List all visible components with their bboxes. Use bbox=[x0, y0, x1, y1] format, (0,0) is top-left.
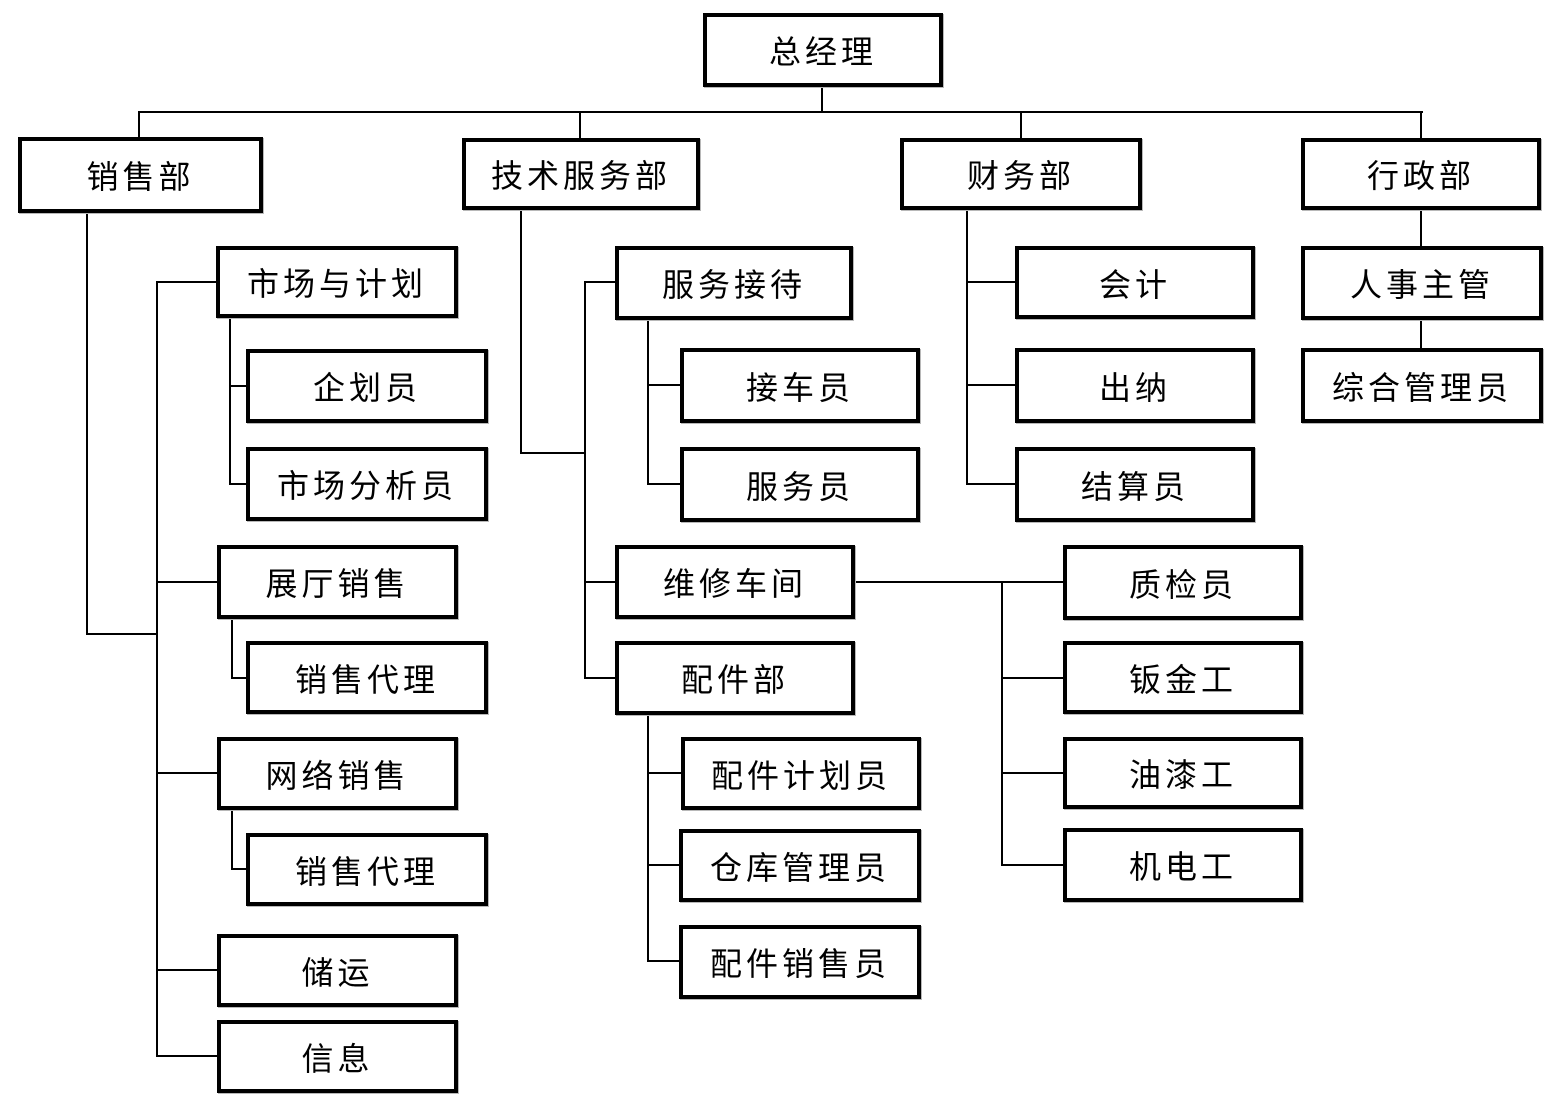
node-market-planning: 市场与计划 bbox=[216, 246, 458, 318]
connector-admin-link2 bbox=[1420, 319, 1422, 350]
node-settlement-clerk: 结算员 bbox=[1015, 447, 1255, 522]
node-service-staff: 服务员 bbox=[680, 447, 920, 522]
node-quality-inspector: 质检员 bbox=[1063, 545, 1303, 620]
connector-stub-sheet-metal bbox=[1001, 677, 1066, 679]
node-market-analyst: 市场分析员 bbox=[246, 447, 488, 521]
connector-admin-drop bbox=[1420, 111, 1422, 140]
connector-stub-info bbox=[156, 1055, 220, 1057]
connector-stub-planner bbox=[229, 385, 249, 387]
connector-stub-painter bbox=[1001, 772, 1066, 774]
node-planner: 企划员 bbox=[246, 349, 488, 423]
connector-stub-electrician bbox=[1001, 864, 1066, 866]
connector-reception-spine bbox=[647, 319, 649, 485]
connector-online-spine bbox=[231, 809, 233, 870]
node-admin-dept: 行政部 bbox=[1301, 138, 1541, 210]
connector-sales-spine bbox=[156, 281, 158, 1057]
connector-tech-spine bbox=[584, 281, 586, 679]
node-service-reception: 服务接待 bbox=[615, 246, 853, 320]
connector-stub-storage bbox=[156, 969, 220, 971]
connector-stub-warehouse bbox=[647, 864, 682, 866]
node-car-receiver: 接车员 bbox=[680, 348, 920, 423]
node-sales-agent-showroom: 销售代理 bbox=[246, 641, 488, 714]
connector-stub-settlement bbox=[966, 483, 1018, 485]
node-general-administrator: 综合管理员 bbox=[1301, 348, 1543, 423]
node-hr-supervisor: 人事主管 bbox=[1301, 246, 1543, 320]
connector-workshop-right bbox=[853, 581, 1066, 583]
node-cashier: 出纳 bbox=[1015, 348, 1255, 423]
node-info: 信息 bbox=[217, 1020, 458, 1093]
connector-stub-parts-sales bbox=[647, 960, 682, 962]
node-storage: 储运 bbox=[217, 934, 458, 1007]
connector-tech-stem bbox=[520, 209, 522, 454]
node-painter: 油漆工 bbox=[1063, 737, 1303, 809]
connector-admin-link1 bbox=[1420, 210, 1422, 248]
connector-parts-spine bbox=[647, 714, 649, 962]
connector-workshop-spine bbox=[1001, 581, 1003, 866]
connector-tech-stem-join bbox=[520, 452, 586, 454]
node-finance-dept: 财务部 bbox=[900, 138, 1142, 210]
node-showroom-sales: 展厅销售 bbox=[217, 545, 458, 619]
connector-stub-parts bbox=[584, 677, 618, 679]
connector-stub-market-planning bbox=[156, 281, 220, 283]
node-accountant: 会计 bbox=[1015, 246, 1255, 319]
connector-top-bus bbox=[139, 111, 1423, 113]
node-sales-agent-online: 销售代理 bbox=[246, 833, 488, 906]
connector-sales-stem bbox=[86, 211, 88, 635]
node-warehouse-manager: 仓库管理员 bbox=[679, 829, 921, 902]
node-general-manager: 总经理 bbox=[703, 13, 943, 87]
connector-stub-agent-online bbox=[231, 868, 249, 870]
node-sheet-metal-worker: 钣金工 bbox=[1063, 641, 1303, 714]
node-parts-salesperson: 配件销售员 bbox=[679, 925, 921, 999]
node-repair-workshop: 维修车间 bbox=[615, 545, 855, 619]
connector-finance-spine bbox=[966, 210, 968, 485]
connector-stub-car-receiver bbox=[647, 384, 683, 386]
node-electrician: 机电工 bbox=[1063, 828, 1303, 902]
node-online-sales: 网络销售 bbox=[217, 737, 458, 810]
connector-stub-cashier bbox=[966, 384, 1018, 386]
connector-mp-spine bbox=[229, 317, 231, 484]
connector-finance-drop bbox=[1020, 111, 1022, 140]
connector-sales-drop bbox=[138, 111, 140, 139]
connector-stub-online bbox=[156, 772, 220, 774]
connector-showroom-spine bbox=[231, 618, 233, 679]
node-sales-dept: 销售部 bbox=[18, 137, 263, 213]
node-tech-service-dept: 技术服务部 bbox=[462, 138, 700, 210]
connector-stub-showroom bbox=[156, 581, 220, 583]
connector-stub-service-staff bbox=[647, 483, 683, 485]
node-parts-dept: 配件部 bbox=[615, 641, 855, 715]
connector-stub-accountant bbox=[966, 281, 1018, 283]
connector-tech-drop bbox=[579, 111, 581, 140]
node-parts-planner: 配件计划员 bbox=[681, 737, 921, 810]
connector-gm-drop bbox=[821, 84, 823, 113]
connector-stub-agent-showroom bbox=[231, 677, 249, 679]
connector-sales-stem-join bbox=[86, 633, 158, 635]
connector-stub-market-analyst bbox=[229, 483, 249, 485]
connector-stub-parts-planner bbox=[647, 772, 684, 774]
connector-stub-reception bbox=[584, 281, 618, 283]
connector-stub-workshop bbox=[584, 581, 618, 583]
